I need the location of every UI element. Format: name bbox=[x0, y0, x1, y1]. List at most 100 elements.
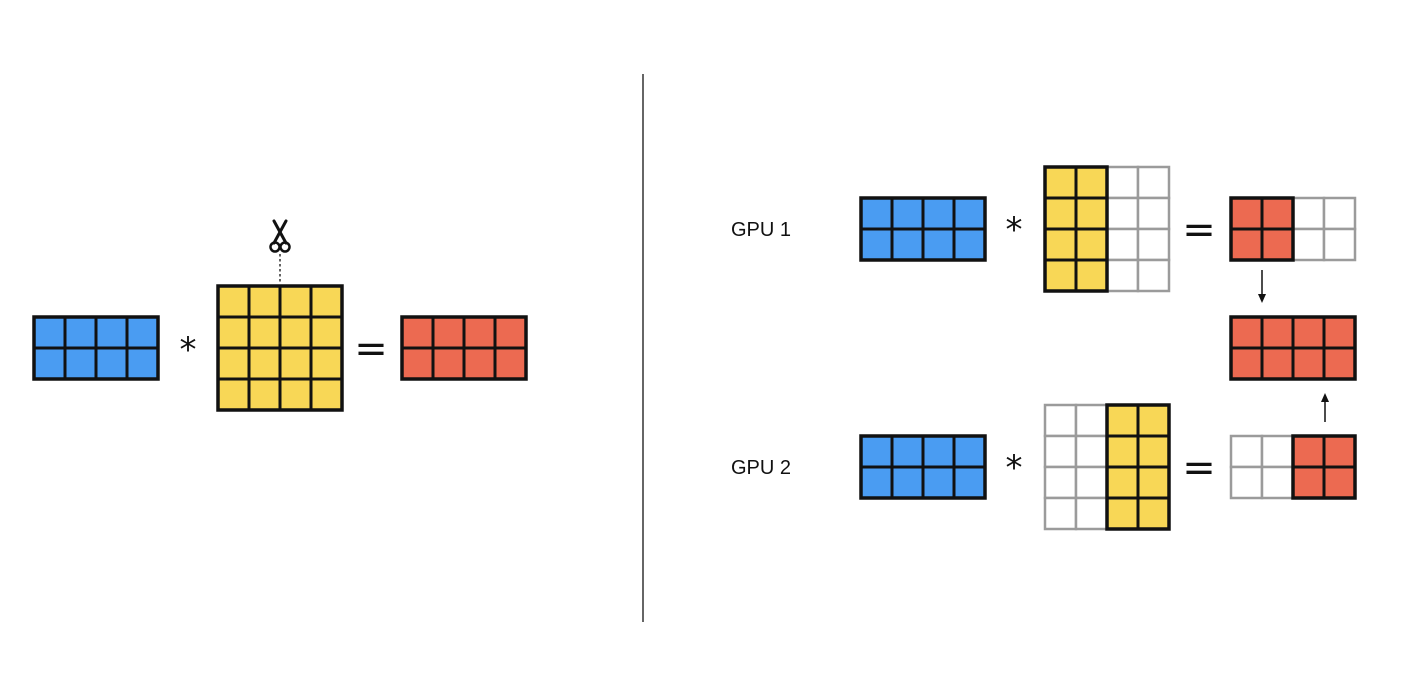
matrix-cell-filled bbox=[859, 434, 894, 469]
matrix-cell-filled bbox=[921, 227, 956, 262]
matrix-cell-empty bbox=[1136, 165, 1171, 200]
matrix-cell-filled bbox=[431, 346, 466, 381]
matrix-outline bbox=[1105, 403, 1171, 531]
matrix-cell-filled bbox=[309, 284, 344, 319]
matrix-cell-filled bbox=[1105, 403, 1140, 438]
matrix-cell-empty bbox=[1260, 465, 1295, 500]
matrix-cell-filled bbox=[921, 434, 956, 469]
matrix-cell-filled bbox=[216, 377, 251, 412]
matrix-cell-empty bbox=[1291, 196, 1326, 231]
matrix-cell-filled bbox=[1260, 196, 1295, 231]
matrix-outline bbox=[1043, 165, 1109, 293]
equals-symbol: = bbox=[1182, 207, 1216, 253]
matrix-cell-filled bbox=[1136, 403, 1171, 438]
equals-symbol: = bbox=[1182, 445, 1216, 491]
matrix-cell-filled bbox=[1074, 165, 1109, 200]
matrix-cell-filled bbox=[216, 284, 251, 319]
matrix-outline bbox=[32, 315, 160, 381]
matrix-cell-filled bbox=[1322, 315, 1357, 350]
matrix-cell-empty bbox=[1105, 165, 1140, 200]
left-panel: * = bbox=[32, 219, 528, 412]
matrix-cell-filled bbox=[63, 346, 98, 381]
matrix-cell-filled bbox=[309, 315, 344, 350]
matrix-cell-filled bbox=[1105, 465, 1140, 500]
matrix-cell-filled bbox=[247, 346, 282, 381]
multiply-symbol: * bbox=[1006, 448, 1023, 488]
matrix-cell-filled bbox=[952, 227, 987, 262]
matrix-outline bbox=[1229, 196, 1295, 262]
matrix-cell-empty bbox=[1105, 258, 1140, 293]
matrix-cell-empty bbox=[1043, 496, 1078, 531]
matrix-cell-empty bbox=[1229, 434, 1264, 469]
matrix-cell-empty bbox=[1291, 227, 1326, 262]
matrix-cell-filled bbox=[1229, 227, 1264, 262]
arrow-down-icon bbox=[1258, 270, 1266, 303]
matrix-cell-filled bbox=[859, 465, 894, 500]
matrix-cell-filled bbox=[125, 315, 160, 350]
matrix-cell-filled bbox=[1322, 434, 1357, 469]
matrix-cell-empty bbox=[1136, 258, 1171, 293]
matrix-cell-filled bbox=[859, 227, 894, 262]
matrix-cell-empty bbox=[1043, 434, 1078, 469]
matrix-cell-filled bbox=[1074, 227, 1109, 262]
matrix-cell-empty bbox=[1043, 403, 1078, 438]
matrix-cell-filled bbox=[400, 315, 435, 350]
gpu2-weight-matrix bbox=[1043, 403, 1171, 531]
matrix-cell-filled bbox=[1229, 346, 1264, 381]
multiply-symbol: * bbox=[180, 330, 197, 370]
matrix-cell-filled bbox=[400, 346, 435, 381]
matrix-cell-filled bbox=[1260, 346, 1295, 381]
matrix-outline bbox=[1291, 434, 1357, 500]
matrix-cell-empty bbox=[1105, 227, 1140, 262]
matrix-cell-filled bbox=[890, 196, 925, 231]
matrix-cell-empty bbox=[1074, 465, 1109, 500]
matrix-cell-empty bbox=[1105, 196, 1140, 231]
matrix-cell-filled bbox=[247, 315, 282, 350]
matrix-cell-empty bbox=[1322, 196, 1357, 231]
matrix-cell-filled bbox=[278, 377, 313, 412]
equals-symbol: = bbox=[354, 326, 388, 372]
multiply-symbol: * bbox=[1006, 210, 1023, 250]
matrix-cell-filled bbox=[94, 346, 129, 381]
matrix-cell-filled bbox=[1136, 465, 1171, 500]
matrix-cell-empty bbox=[1136, 196, 1171, 231]
matrix-cell-filled bbox=[247, 284, 282, 319]
matrix-cell-filled bbox=[462, 315, 497, 350]
matrix-cell-filled bbox=[216, 315, 251, 350]
matrix-cell-filled bbox=[32, 346, 67, 381]
matrix-cell-filled bbox=[1291, 346, 1326, 381]
matrix-cell-filled bbox=[1136, 496, 1171, 531]
matrix-cell-filled bbox=[1260, 315, 1295, 350]
left-input-matrix bbox=[32, 315, 160, 381]
matrix-cell-empty bbox=[1074, 434, 1109, 469]
matrix-cell-filled bbox=[1043, 196, 1078, 231]
matrix-cell-filled bbox=[309, 346, 344, 381]
matrix-cell-filled bbox=[1074, 196, 1109, 231]
gpu1-row: GPU 1 * = bbox=[731, 165, 1357, 293]
matrix-cell-filled bbox=[1260, 227, 1295, 262]
matrix-cell-filled bbox=[1043, 165, 1078, 200]
matrix-cell-filled bbox=[462, 346, 497, 381]
matrix-outline bbox=[1229, 315, 1357, 381]
matrix-cell-empty bbox=[1260, 434, 1295, 469]
matrix-cell-filled bbox=[278, 315, 313, 350]
combined-output-matrix bbox=[1229, 315, 1357, 381]
gpu1-label: GPU 1 bbox=[731, 219, 791, 241]
matrix-cell-filled bbox=[1291, 315, 1326, 350]
gpu1-input-matrix bbox=[859, 196, 987, 262]
matrix-cell-filled bbox=[1136, 434, 1171, 469]
matrix-cell-filled bbox=[952, 434, 987, 469]
matrix-outline bbox=[859, 196, 987, 262]
matrix-cell-filled bbox=[247, 377, 282, 412]
matrix-cell-filled bbox=[1105, 434, 1140, 469]
gpu2-row: GPU 2 * = bbox=[731, 403, 1357, 531]
matrix-cell-empty bbox=[1229, 465, 1264, 500]
gpu2-label: GPU 2 bbox=[731, 457, 791, 479]
matrix-cell-filled bbox=[1322, 346, 1357, 381]
matrix-outline bbox=[400, 315, 528, 381]
left-weight-matrix bbox=[216, 284, 344, 412]
matrix-cell-filled bbox=[278, 284, 313, 319]
matrix-cell-filled bbox=[1291, 434, 1326, 469]
matrix-cell-filled bbox=[493, 346, 528, 381]
